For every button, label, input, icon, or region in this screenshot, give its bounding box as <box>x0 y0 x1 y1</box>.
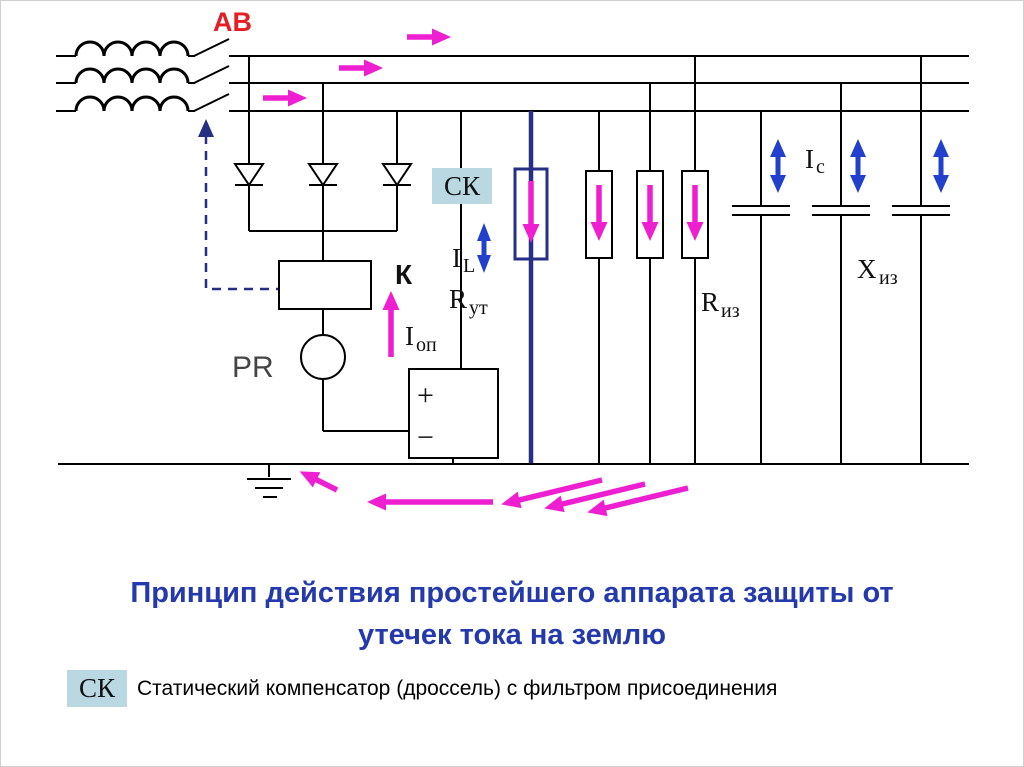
legend-text: Статический компенсатор (дроссель) с фил… <box>137 676 778 700</box>
i-c-label: I c <box>805 144 825 178</box>
i-l-label: I L <box>452 243 475 277</box>
source-plus-label: + <box>417 379 434 412</box>
trip-arrow-icon <box>198 119 214 137</box>
pr-device-icon <box>300 309 409 432</box>
supply-coils-icon <box>56 40 190 112</box>
insulation-resistors-icon <box>585 56 709 464</box>
il-current-arrow-icon <box>477 223 491 273</box>
svg-text:R: R <box>449 284 467 314</box>
x-iz-label: Х из <box>857 254 898 289</box>
svg-text:из: из <box>879 267 898 289</box>
relay-label: К <box>395 259 413 290</box>
i-op-label: I оп <box>405 321 437 356</box>
svg-text:Х: Х <box>857 254 877 284</box>
breaker-label: АВ <box>213 7 252 37</box>
legend-sk-box: СК <box>67 670 127 707</box>
source-box-icon <box>408 368 499 464</box>
source-minus-label: − <box>417 421 434 454</box>
ground-symbol-icon <box>247 464 291 498</box>
svg-text:L: L <box>463 255 475 277</box>
svg-text:I: I <box>452 243 461 273</box>
r-iz-label: R из <box>701 287 740 322</box>
trip-signal-dashed-line <box>198 119 278 291</box>
svg-text:оп: оп <box>416 334 437 356</box>
legend: СК Статический компенсатор (дроссель) с … <box>67 670 777 707</box>
svg-text:I: I <box>405 321 414 351</box>
svg-text:ут: ут <box>469 297 488 319</box>
phase-bus-lines <box>229 55 969 112</box>
leakage-path-icon <box>513 111 549 464</box>
r-ut-label: R ут <box>449 284 488 319</box>
insulation-capacitors-icon <box>732 56 950 464</box>
leakage-return-arrows <box>299 471 689 517</box>
sk-box <box>432 168 492 204</box>
leakage-resistor-box <box>513 167 549 261</box>
title-line-1: Принцип действия простейшего аппарата за… <box>130 577 894 609</box>
circuit-breaker-icon <box>188 38 230 112</box>
sk-label: СК <box>444 171 481 201</box>
phase-current-arrows <box>263 28 451 107</box>
relay-box <box>278 260 372 310</box>
svg-text:c: c <box>816 156 825 178</box>
svg-text:I: I <box>805 144 814 174</box>
sk-choke-icon <box>432 111 492 369</box>
capacitive-current-arrows-icon <box>770 139 949 193</box>
svg-text:R: R <box>701 287 719 317</box>
rectifier-diodes-icon <box>233 56 413 261</box>
page-title: Принцип действия простейшего аппарата за… <box>1 572 1023 656</box>
pr-label: PR <box>232 351 274 384</box>
title-line-2: утечек тока на землю <box>358 619 666 651</box>
svg-text:из: из <box>721 300 740 322</box>
